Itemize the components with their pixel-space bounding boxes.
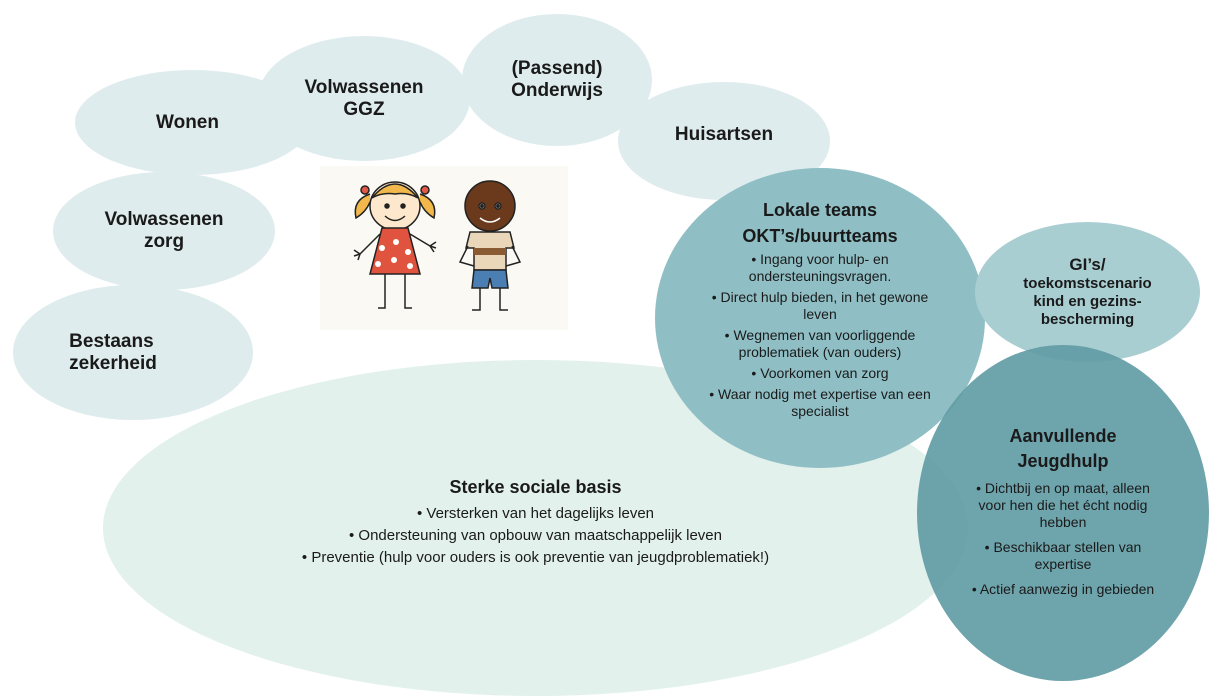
list-item: Wegnemen van voorliggende problematiek (…: [705, 327, 935, 361]
bubble-passend-onderwijs: (Passend) Onderwijs: [462, 14, 652, 146]
list-item: Voorkomen van zorg: [705, 365, 935, 382]
aanvullend-list: Dichtbij en op maat, alleen voor hen die…: [968, 480, 1158, 598]
bubble-volwassenen-ggz-line1: Volwassenen: [304, 76, 424, 98]
children-illustration: [320, 166, 568, 330]
bubble-lokale-teams: Lokale teams OKT’s/buurtteams Ingang voo…: [655, 168, 985, 468]
bubble-onderwijs-line1: (Passend): [511, 58, 603, 79]
bubble-huisartsen-label: Huisartsen: [674, 124, 774, 145]
children-drawing-icon: [353, 180, 522, 311]
list-item: Versterken van het dagelijks leven: [302, 504, 769, 523]
bubble-bestaans-line1: Bestaans: [69, 330, 154, 352]
lokale-title-line2: OKT’s/buurtteams: [742, 225, 898, 246]
bubble-volwassenen-ggz: Volwassenen GGZ: [258, 36, 470, 161]
bubble-gis: GI’s/ toekomstscenario kind en gezins- b…: [975, 222, 1200, 362]
lokale-list: Ingang voor hulp- en ondersteuningsvrage…: [705, 251, 935, 420]
gi-line2: kind en gezins-: [1033, 293, 1142, 310]
gi-line1: toekomstscenario: [1023, 275, 1152, 292]
gi-title: GI’s/: [1069, 255, 1106, 274]
bubble-aanvullende-jeugdhulp: Aanvullende Jeugdhulp Dichtbij en op maa…: [917, 345, 1209, 681]
bubble-volwassenen-zorg-line1: Volwassenen: [104, 209, 224, 230]
aanvullend-title-line2: Jeugdhulp: [1017, 450, 1109, 471]
bubble-volwassenen-zorg-line2: zorg: [143, 231, 185, 252]
basis-title: Sterke sociale basis: [449, 477, 622, 497]
list-item: Actief aanwezig in gebieden: [968, 581, 1158, 598]
lokale-title-line1: Lokale teams: [762, 199, 878, 220]
list-item: Beschikbaar stellen van expertise: [968, 539, 1158, 573]
list-item: Direct hulp bieden, in het gewone leven: [705, 289, 935, 323]
list-item: Waar nodig met expertise van een special…: [705, 386, 935, 420]
bubble-bestaans-line2: zekerheid: [69, 352, 157, 374]
bubble-volwassenen-ggz-line2: GGZ: [343, 98, 385, 120]
bubble-bestaanszekerheid: Bestaans zekerheid: [13, 285, 253, 420]
list-item: Ondersteuning van opbouw van maatschappe…: [302, 526, 769, 545]
aanvullend-title-line1: Aanvullende: [1009, 425, 1117, 446]
bubble-wonen-label: Wonen: [156, 111, 219, 133]
list-item: Dichtbij en op maat, alleen voor hen die…: [968, 480, 1158, 531]
gi-line3: bescherming: [1040, 311, 1135, 328]
list-item: Preventie (hulp voor ouders is ook preve…: [302, 548, 769, 567]
list-item: Ingang voor hulp- en ondersteuningsvrage…: [705, 251, 935, 285]
basis-list: Versterken van het dagelijks leven Onder…: [302, 504, 769, 567]
bubble-volwassenen-zorg: Volwassenen zorg: [53, 172, 275, 290]
bubble-onderwijs-line2: Onderwijs: [511, 80, 603, 101]
